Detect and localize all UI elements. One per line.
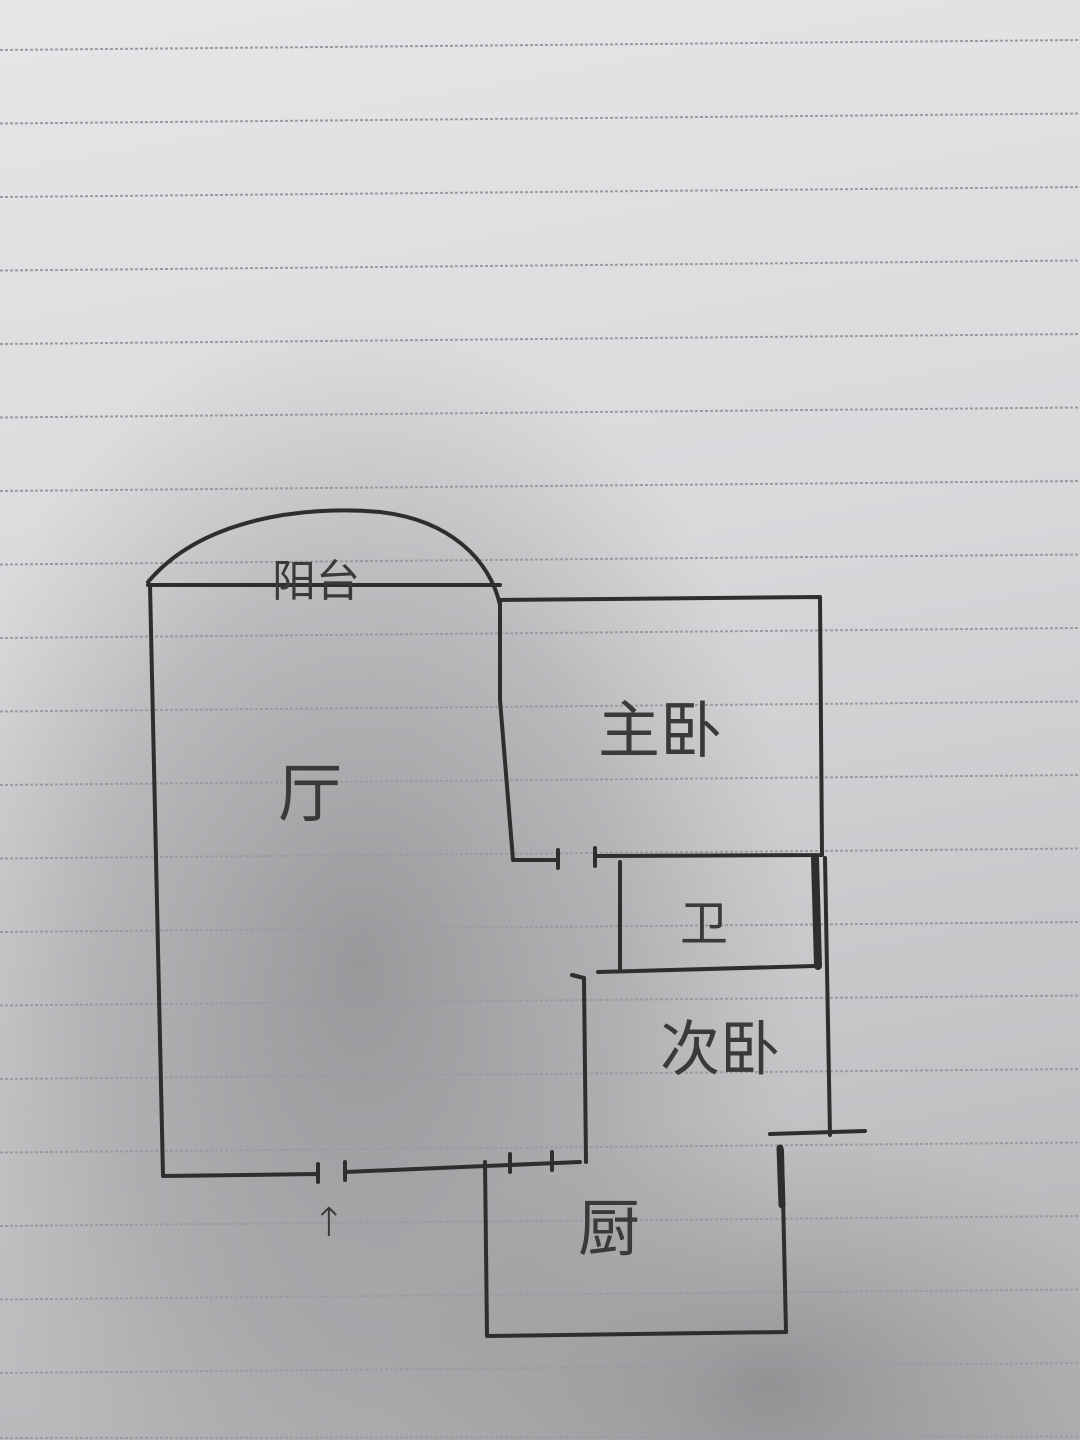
- bathroom-wall: [596, 860, 817, 974]
- ruled-line: [0, 406, 1080, 419]
- ruled-line: [0, 39, 1080, 51]
- label-living-room: 厅: [278, 758, 342, 832]
- ruled-lines: [0, 39, 1080, 1439]
- kitchen-wall: [483, 1148, 788, 1338]
- ruled-line: [0, 1141, 1080, 1154]
- ruled-line: [0, 847, 1080, 860]
- ruled-line: [0, 186, 1080, 198]
- ruled-line: [0, 1215, 1080, 1227]
- label-second-bedroom: 次卧: [660, 1015, 780, 1085]
- ruled-line: [0, 259, 1080, 272]
- ruled-line: [0, 1435, 1080, 1439]
- ruled-line: [0, 553, 1080, 566]
- entrance-arrow-icon: ↑: [312, 1200, 346, 1246]
- living-room-wall: [146, 583, 582, 1178]
- ruled-line: [0, 700, 1080, 713]
- balcony-arc: [146, 508, 502, 607]
- ruled-line: [0, 994, 1080, 1007]
- label-master-bedroom: 主卧: [598, 694, 722, 767]
- bathroom-thick-wall: [811, 854, 822, 970]
- label-balcony: 阳台: [272, 556, 360, 607]
- kitchen-thick-wall: [776, 1144, 786, 1209]
- label-kitchen: 厨: [578, 1192, 640, 1265]
- second-bedroom-wall: [570, 856, 867, 1164]
- ruled-line: [0, 1068, 1080, 1080]
- master-bedroom-wall: [498, 595, 824, 870]
- ruled-line: [0, 1362, 1080, 1374]
- ruled-line: [0, 627, 1080, 639]
- ruled-line: [0, 1288, 1080, 1301]
- ruled-line: [0, 480, 1080, 492]
- label-bathroom: 卫: [680, 896, 728, 952]
- ruled-line: [0, 774, 1080, 786]
- ruled-line: [0, 333, 1080, 345]
- entrance-door-marks: [316, 1160, 347, 1184]
- ruled-line: [0, 112, 1080, 125]
- walls: [146, 508, 867, 1338]
- room-labels: 阳台 厅 主卧 卫 次卧 厨 ↑: [272, 556, 780, 1265]
- ruled-line: [0, 921, 1080, 933]
